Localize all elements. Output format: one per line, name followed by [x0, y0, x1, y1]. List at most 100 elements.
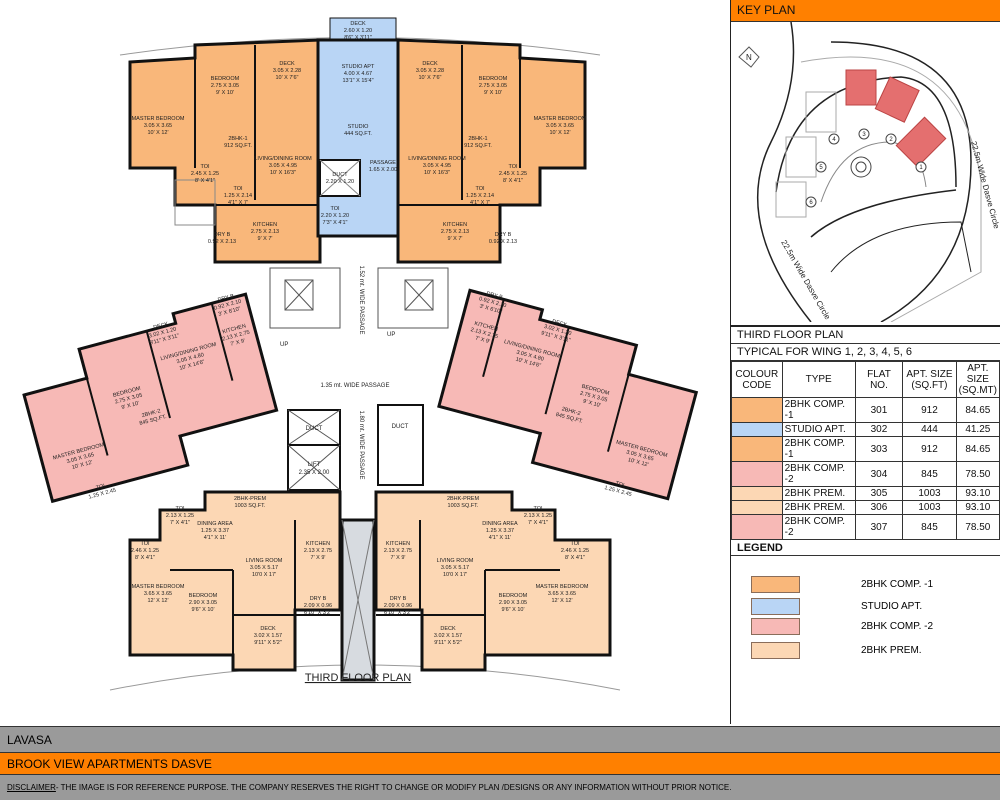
room-label-line: LIVING/DINING ROOM — [254, 156, 312, 162]
room-label-line: 2.46 X 1.25 — [131, 548, 159, 554]
col-sqmt: APT. SIZE (SQ.MT) — [955, 361, 1000, 398]
up-label-left: UP — [280, 342, 288, 348]
room-label-line: KITCHEN — [306, 541, 330, 547]
room-label-line: 6'10" X 3'2" — [384, 610, 412, 616]
legend-label: 2BHK COMP. -2 — [861, 621, 934, 632]
room-label-line: 9' X 10' — [484, 90, 502, 96]
room-label-line: 9' X 7' — [448, 236, 463, 242]
type-cell: STUDIO APT. — [781, 422, 856, 437]
table-subtitle: TYPICAL FOR WING 1, 2, 3, 4, 5, 6 — [731, 344, 1000, 361]
room-label-line: DECK — [279, 61, 295, 67]
room-label-line: 1003 SQ.FT. — [235, 503, 266, 509]
colour-swatch — [731, 500, 783, 515]
sqmt-cell: 93.10 — [955, 486, 1000, 501]
room-label-line: 10' X 7'6" — [418, 75, 441, 81]
type-cell: 2BHK COMP. -2 — [781, 514, 856, 540]
room-label-line: 444 SQ.FT. — [344, 131, 372, 137]
sqft-cell: 912 — [902, 436, 957, 462]
room-label-line: 4'1" X 11' — [489, 535, 512, 541]
room-label-line: 4'1" X 11' — [204, 535, 227, 541]
lift-label: LIFT — [308, 462, 321, 468]
unit-top-right-2bhk-comp-1 — [396, 38, 587, 264]
room-label-line: 7' X 4'1" — [528, 520, 548, 526]
type-cell: 2BHK COMP. -1 — [781, 436, 856, 462]
room-label-line: 2.46 X 1.25 — [561, 548, 589, 554]
room-label-line: 1003 SQ.FT. — [448, 503, 479, 509]
room-label-line: 3.05 X 3.65 — [546, 123, 574, 129]
room-label-line: 10' X 16'3" — [270, 170, 296, 176]
wing-number: 5 — [819, 165, 823, 171]
room-label-line: 9' X 7' — [258, 236, 273, 242]
duct-label: DUCT — [306, 426, 323, 432]
room-label-line: 3.05 X 2.28 — [416, 68, 444, 74]
room-label-line: 4'1" X 7' — [470, 200, 490, 206]
sqmt-cell: 78.50 — [955, 514, 1000, 540]
type-cell: 2BHK COMP. -2 — [781, 461, 856, 487]
room-label-line: 2.90 X 3.05 — [499, 600, 527, 606]
room-label-line: 2BHK-1 — [228, 136, 247, 142]
room-label-line: 9' X 10' — [121, 401, 140, 411]
room-label-line: 1.25 X 2.14 — [224, 193, 252, 199]
room-label-line: MASTER BEDROOM — [536, 584, 589, 590]
disclaimer-bar: DISCLAIMER- THE IMAGE IS FOR REFERENCE P… — [0, 775, 1000, 800]
key-plan-map: N 22.5m Wide Dasve Circle 22.5m Wide Das… — [738, 21, 1000, 323]
flat-cell: 304 — [854, 461, 904, 487]
room-label-line: 7' X 9' — [474, 335, 490, 345]
room-label-line: TOI — [95, 483, 106, 491]
room-label-line: 2BHK-PREM — [234, 496, 267, 502]
room-label-line: 10' X 16'3" — [424, 170, 450, 176]
room-label-line: 4'1" X 7' — [228, 200, 248, 206]
legend-label: 2BHK COMP. -1 — [861, 579, 934, 590]
unit-bottom-left-2bhk-prem — [128, 490, 342, 672]
room-label-line: 10'0 X 17' — [252, 572, 276, 578]
room-label-line: 9' X 10' — [216, 90, 234, 96]
room-label-line: 9'11" X 5'2" — [254, 640, 282, 646]
room-label-line: 0.92 X 2.13 — [208, 239, 236, 245]
room-label-line: DRY B — [390, 596, 407, 602]
room-label-line: DRY B — [217, 293, 235, 303]
room-label-line: 2.45 X 1.25 — [191, 171, 219, 177]
room-label-line: TOI — [140, 541, 150, 547]
room-label-line: 9'6" X 10' — [191, 607, 214, 613]
room-label-line: 9' X 10' — [582, 399, 601, 409]
room-label-line: TOI — [508, 164, 518, 170]
up-label-right: UP — [387, 332, 395, 338]
room-label-line: MASTER BEDROOM — [132, 584, 185, 590]
room-label-line: TOI — [175, 506, 185, 512]
room-label-line: LIVING ROOM — [437, 558, 474, 564]
room-label-line: STUDIO APT — [342, 64, 375, 70]
room-label-line: 8' X 4'1" — [135, 555, 155, 561]
wing-number: 6 — [809, 200, 813, 206]
legend-swatch — [751, 642, 800, 659]
unit-studio-apt — [316, 17, 400, 238]
flat-cell: 302 — [854, 422, 904, 437]
flat-cell: 307 — [854, 514, 904, 540]
room-label-line: DINING AREA — [482, 521, 518, 527]
room-label-line: TOI — [330, 206, 340, 212]
room-label-line: LIVING/DINING ROOM — [408, 156, 466, 162]
flat-cell: 303 — [854, 436, 904, 462]
room-label-line: 2BHK-1 — [468, 136, 487, 142]
room-label-line: DRY B — [310, 596, 327, 602]
key-plan-title: KEY PLAN — [731, 0, 1000, 22]
